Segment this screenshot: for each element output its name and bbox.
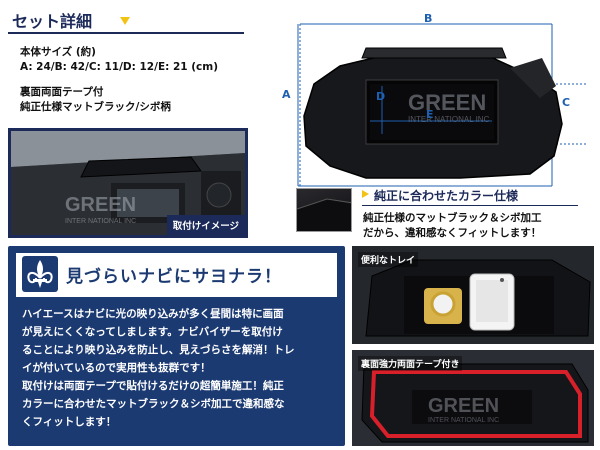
feature-line-2: が見えにくくなってしまします。ナビバイザーを取付け	[22, 326, 283, 338]
feature-line-6: カラーに合わせたマットブラック＆シボ加工で違和感な	[22, 398, 285, 410]
tape-note: 裏面両面テープ付	[20, 86, 104, 98]
tray-image-frame: 便利なトレイ	[352, 246, 594, 344]
dim-label-b: B	[424, 12, 433, 25]
watermark-green: GREEN	[408, 90, 486, 115]
feature-line-4: イが付いているので実用性も抜群です！	[22, 362, 211, 374]
finish-note: 純正仕様マットブラック/シボ柄	[20, 101, 171, 113]
triangle-right-icon	[362, 190, 369, 198]
color-line-1: 純正仕様のマットブラック＆シボ加工	[363, 212, 542, 224]
feature-line-7: くフィットします！	[22, 416, 117, 428]
dim-label-a: A	[282, 88, 291, 101]
product-dimension-drawing: GREEN INTER NATIONAL INC B A C D E	[270, 6, 596, 192]
section-title: セット詳細	[12, 12, 93, 31]
feature-panel: 見づらいナビにサヨナラ！ ハイエースはナビに光の映り込みが多く昼間は特に画面 が…	[8, 246, 345, 446]
feature-headline: 見づらいナビにサヨナラ！	[66, 267, 282, 287]
color-line-2: だから、違和感なくフィットします！	[363, 227, 542, 239]
watermark-sub: INTER NATIONAL INC	[408, 115, 490, 124]
photo3-watermark: GREEN	[428, 395, 499, 417]
tape-image-frame: GREEN INTER NATIONAL INC 裏面強力両面テープ付き	[352, 350, 594, 446]
dim-label-e: E	[426, 108, 434, 121]
color-section-title: 純正に合わせたカラー仕様	[374, 189, 519, 203]
tape-photo: GREEN INTER NATIONAL INC	[352, 350, 594, 446]
photo3-watermark-sub: INTER NATIONAL INC	[428, 417, 499, 424]
photo1-watermark-sub: INTER NATIONAL INC	[65, 218, 136, 225]
install-image-frame: GREEN INTER NATIONAL INC 取付けイメージ	[8, 128, 248, 238]
photo1-watermark: GREEN	[65, 194, 136, 216]
install-caption: 取付けイメージ	[166, 215, 245, 235]
tray-tag: 便利なトレイ	[358, 252, 419, 267]
fleur-de-lis-icon	[22, 256, 58, 292]
tape-tag: 裏面強力両面テープ付き	[358, 356, 463, 371]
feature-line-1: ハイエースはナビに光の映り込みが多く昼間は特に画面	[22, 308, 284, 320]
feature-panel-header	[16, 253, 337, 297]
size-values: A: 24/B: 42/C: 11/D: 12/E: 21 (cm)	[20, 61, 219, 73]
dim-label-c: C	[562, 96, 571, 109]
divider	[362, 205, 578, 206]
tray-photo	[352, 246, 594, 344]
dim-label-d: D	[376, 90, 386, 103]
feature-line-5: 取付けは両面テープで貼付けるだけの超簡単施工！純正	[22, 380, 284, 392]
triangle-down-icon	[120, 17, 130, 25]
feature-line-3: ることにより映り込みを防止し、見えづらさを解消！トレ	[22, 344, 295, 356]
texture-swatch-image	[296, 188, 352, 232]
size-label: 本体サイズ (約)	[20, 46, 96, 58]
visor-product-image: GREEN INTER NATIONAL INC	[297, 23, 588, 187]
section-title-bar: セット詳細	[8, 6, 244, 34]
